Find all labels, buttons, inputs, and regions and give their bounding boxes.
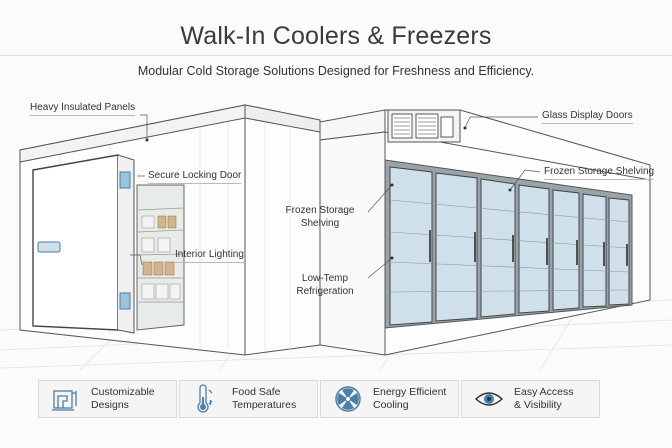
cooler-unit <box>19 104 321 356</box>
fan-icon <box>335 386 361 412</box>
page-subtitle: Modular Cold Storage Solutions Designed … <box>137 64 535 78</box>
callout-interior-lighting: Interior Lighting <box>175 249 244 263</box>
page-title: Walk-In Coolers & Freezers <box>180 22 492 50</box>
title-divider <box>0 55 672 56</box>
callout-heavy-insulated-panels: Heavy Insulated Panels <box>30 102 136 116</box>
callout-low-temp-refrigeration: Low-Temp Refrigeration <box>296 273 354 297</box>
callout-secure-locking-door: Secure Locking Door <box>148 170 242 184</box>
thermometer-icon <box>197 384 213 413</box>
feature-easy-access-visibility: Easy Access& Visibility <box>461 380 600 418</box>
callout-glass-display-doors: Glass Display Doors <box>542 110 633 124</box>
callout-leaders <box>130 114 541 279</box>
callout-frozen-storage-shelving-left: Frozen Storage Shelving <box>285 205 355 229</box>
blueprint-icon <box>52 390 77 411</box>
freezer-unit <box>319 109 651 356</box>
callout-frozen-storage-shelving-right: Frozen Storage Shelving <box>544 166 655 180</box>
eye-icon <box>474 392 504 406</box>
